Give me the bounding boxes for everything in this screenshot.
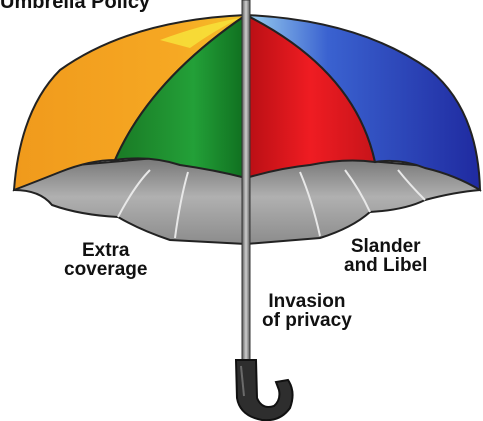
label-extra-coverage-line1: Extra <box>64 241 147 260</box>
label-extra-coverage-line2: coverage <box>64 260 147 279</box>
label-slander-libel-line1: Slander <box>344 237 427 256</box>
label-slander-libel: Slander and Libel <box>344 237 427 275</box>
umbrella-handle <box>236 360 293 420</box>
umbrella-shaft <box>242 0 250 365</box>
label-invasion-privacy: Invasion of privacy <box>262 292 352 330</box>
label-invasion-privacy-line1: Invasion <box>262 292 352 311</box>
label-extra-coverage: Extra coverage <box>64 241 147 279</box>
label-invasion-privacy-line2: of privacy <box>262 311 352 330</box>
label-slander-libel-line2: and Libel <box>344 256 427 275</box>
